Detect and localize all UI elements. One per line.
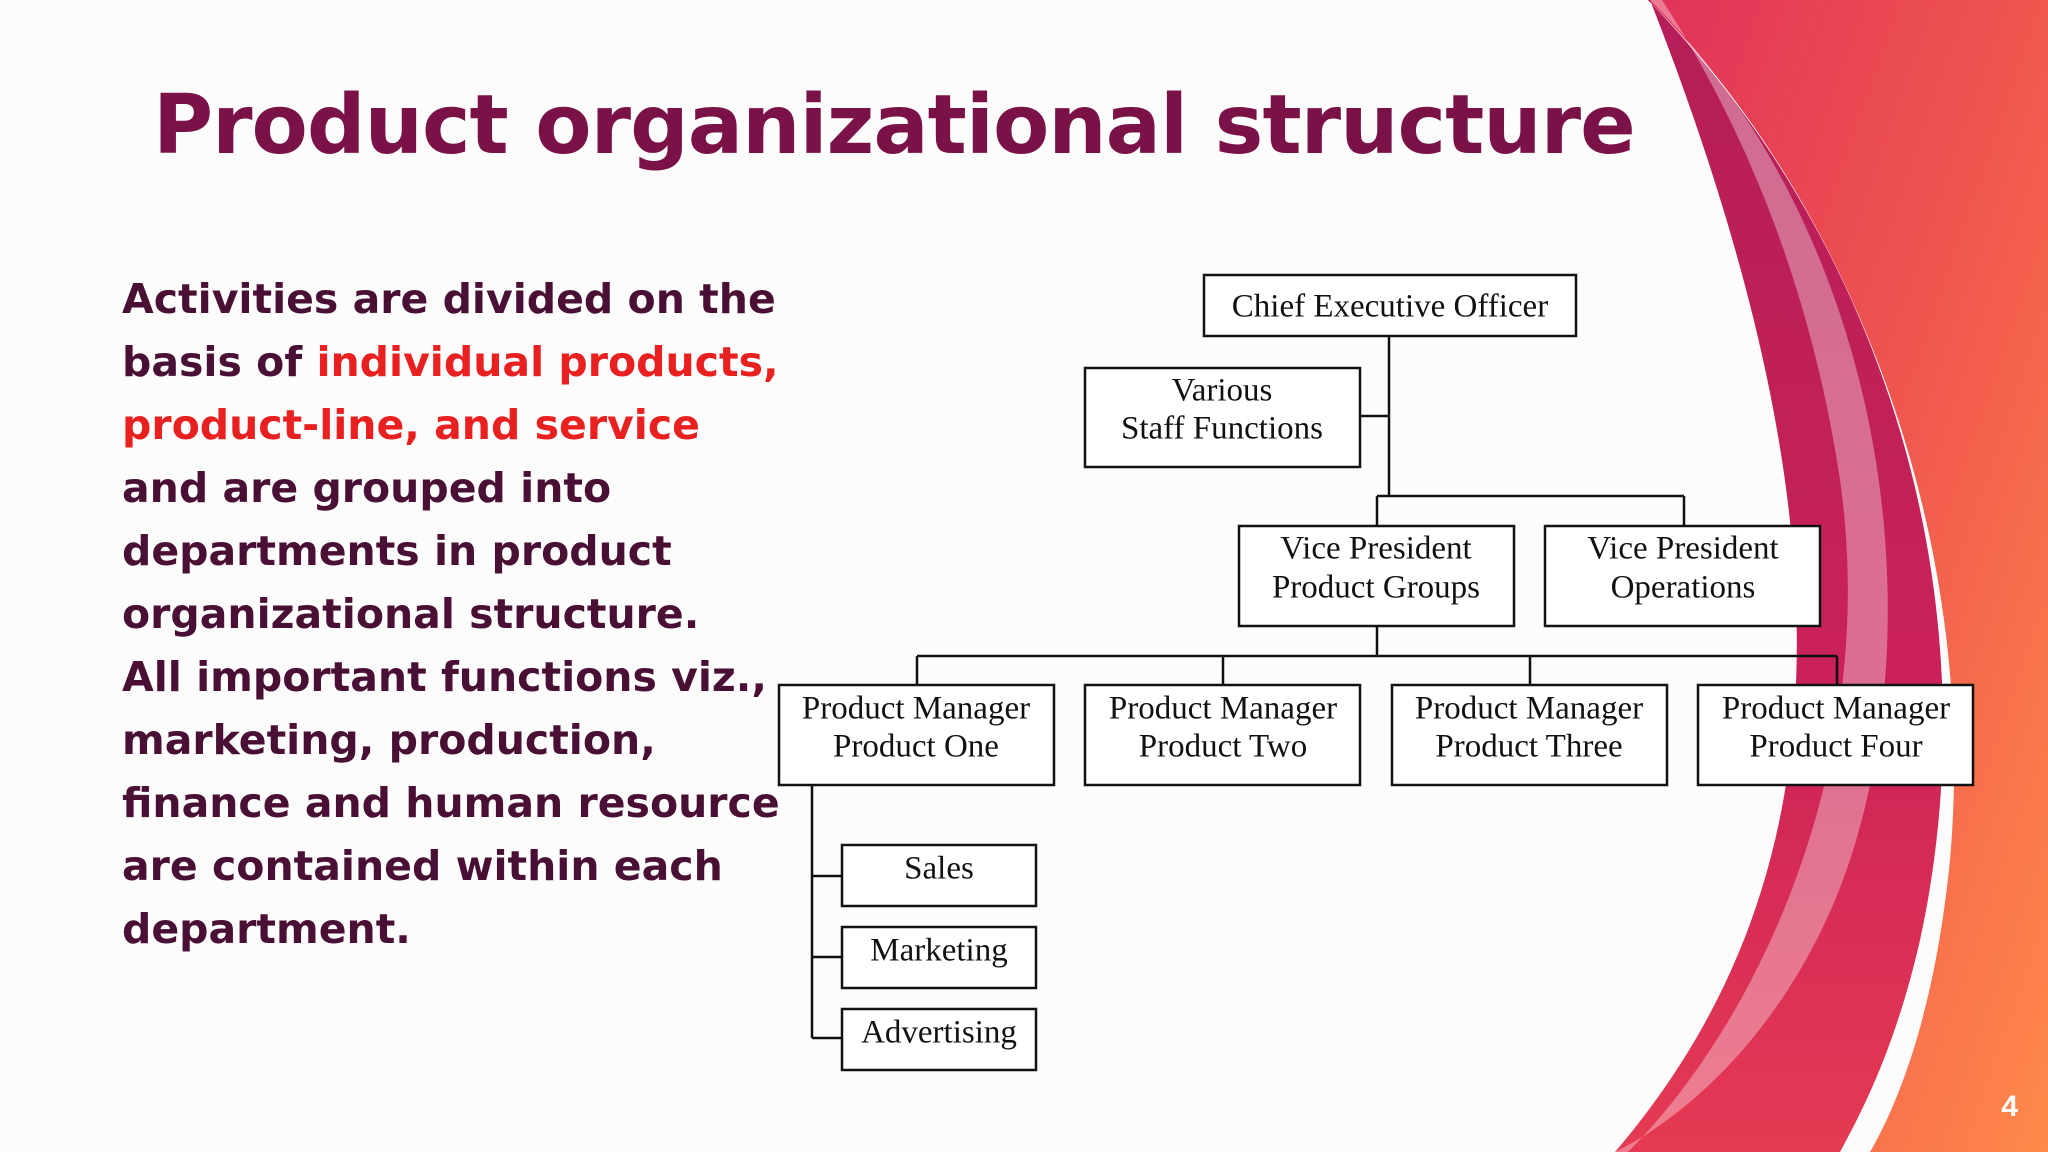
magenta-arc-shape bbox=[1615, 0, 1943, 1152]
node-label: Product Manager bbox=[1415, 691, 1643, 727]
node-label: Sales bbox=[904, 851, 974, 887]
node-label: Product Manager bbox=[1109, 691, 1337, 727]
node-label: Product Three bbox=[1435, 729, 1622, 765]
paragraph-functions: All important functions viz., marketing,… bbox=[122, 653, 780, 953]
node-label: Product Four bbox=[1749, 729, 1922, 765]
paragraph-text: Activities are divided on the basis of bbox=[122, 275, 776, 386]
orange-arc-shape bbox=[1648, 0, 2048, 1152]
node-label: Product One bbox=[833, 729, 999, 765]
node-label: Chief Executive Officer bbox=[1232, 289, 1548, 325]
node-label: Product Manager bbox=[802, 691, 1030, 727]
node-label: Various bbox=[1172, 373, 1273, 409]
org-node-pm-product-two: Product Manager Product Two bbox=[1083, 683, 1362, 787]
org-node-vp-product-groups: Vice President Product Groups bbox=[1237, 524, 1516, 628]
body-text: Activities are divided on the basis of i… bbox=[122, 268, 782, 961]
paragraph-text: and are grouped into departments in prod… bbox=[122, 464, 700, 638]
org-node-marketing: Marketing bbox=[840, 925, 1038, 990]
org-node-sales: Sales bbox=[840, 843, 1038, 908]
highlighted-text: individual products, product-line, and s… bbox=[122, 338, 779, 449]
node-label: Vice President bbox=[1587, 531, 1778, 567]
org-node-pm-product-one: Product Manager Product One bbox=[777, 683, 1056, 787]
node-label: Vice President bbox=[1280, 531, 1471, 567]
node-label: Staff Functions bbox=[1121, 411, 1323, 447]
node-label: Product Groups bbox=[1272, 570, 1480, 606]
node-label: Marketing bbox=[870, 933, 1007, 969]
org-node-staff-functions: Various Staff Functions bbox=[1083, 366, 1362, 469]
org-node-vp-operations: Vice President Operations bbox=[1543, 524, 1822, 628]
node-label: Product Manager bbox=[1722, 691, 1950, 727]
org-node-pm-product-three: Product Manager Product Three bbox=[1390, 683, 1669, 787]
paragraph-activities: Activities are divided on the basis of i… bbox=[122, 268, 782, 646]
org-node-ceo: Chief Executive Officer bbox=[1202, 273, 1578, 338]
page-number: 4 bbox=[2001, 1090, 2018, 1123]
org-node-pm-product-four: Product Manager Product Four bbox=[1696, 683, 1975, 787]
org-node-advertising: Advertising bbox=[840, 1007, 1038, 1072]
node-label: Advertising bbox=[861, 1015, 1017, 1051]
connector-lines bbox=[810, 336, 1839, 1040]
node-label: Operations bbox=[1611, 570, 1756, 606]
light-wave-shape bbox=[1615, 0, 1888, 1152]
node-label: Product Two bbox=[1139, 729, 1308, 765]
page-title: Product organizational structure bbox=[153, 78, 1636, 173]
